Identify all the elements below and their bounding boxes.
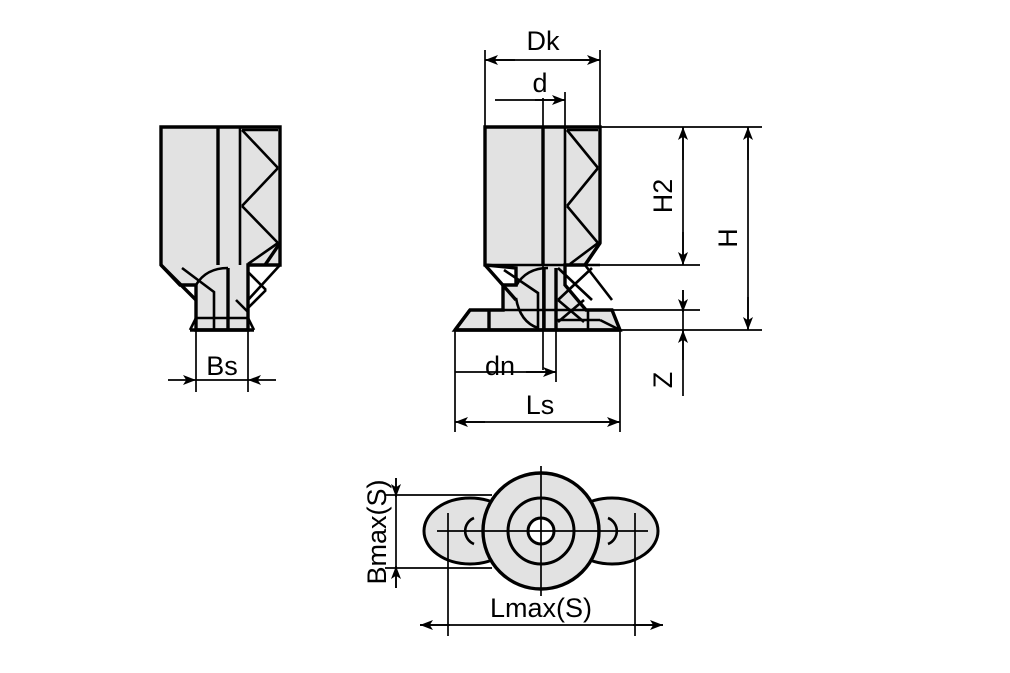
- front-view-chamfer-right: [583, 242, 602, 266]
- front-view-flange-bevel-l: [453, 308, 472, 332]
- front-view-flange-bevel-r: [610, 309, 622, 331]
- bmax-label: Bmax(S): [362, 479, 392, 584]
- dimension-bs: Bs: [168, 330, 276, 392]
- side-view-taper-right: [247, 264, 281, 301]
- side-view-fillet-arc: [194, 266, 229, 286]
- dk-label: Dk: [527, 26, 560, 56]
- side-view-chamfer: [263, 242, 282, 266]
- side-view-stem-hatch: [235, 271, 267, 313]
- front-view-inner-cone: [503, 268, 540, 330]
- dimension-lmax: Lmax(S): [420, 513, 663, 636]
- side-view-left: Bs: [159, 125, 282, 392]
- front-view-thread-hatch: [565, 128, 600, 266]
- bottom-view: Bmax(S) Lmax(S): [362, 466, 663, 636]
- z-label: Z: [648, 372, 678, 389]
- dimension-bmax: Bmax(S): [362, 478, 492, 588]
- dimension-h: H: [713, 127, 753, 330]
- side-view-flange-bevel-l: [188, 317, 198, 331]
- side-view-thread-hatch: [241, 128, 279, 266]
- front-view-center: Dk d dn Ls: [451, 26, 762, 432]
- lmax-label: Lmax(S): [490, 593, 592, 623]
- front-view-flange-inner-bevel: [599, 318, 621, 332]
- bs-label: Bs: [206, 351, 238, 381]
- side-view-flange-bevel-r: [246, 317, 256, 331]
- front-view-cavity-arc: [514, 297, 539, 330]
- dimension-h2: H2: [648, 127, 688, 265]
- front-view-taper-left: [483, 263, 518, 302]
- dimension-d: d: [495, 68, 566, 127]
- ls-label: Ls: [526, 390, 555, 420]
- dimension-dk: Dk: [484, 26, 601, 127]
- dimension-z: Z: [648, 290, 688, 396]
- h2-label: H2: [648, 179, 678, 214]
- h-label: H: [713, 228, 743, 248]
- dimension-dn: dn: [455, 330, 557, 382]
- dimension-ls: Ls: [454, 330, 621, 432]
- dn-label: dn: [485, 351, 515, 381]
- d-label: d: [532, 68, 547, 98]
- side-view-taper-left: [159, 263, 198, 302]
